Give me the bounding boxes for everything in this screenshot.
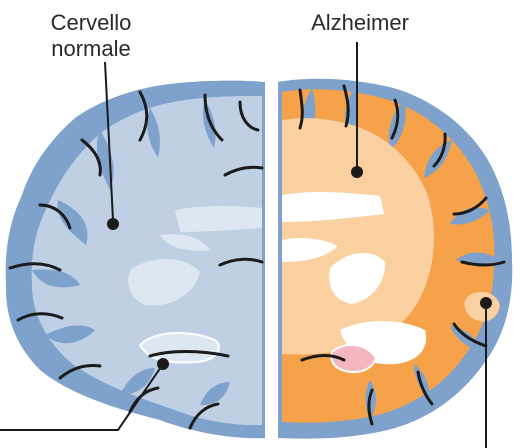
dot-alz-white-matter	[351, 166, 363, 178]
normal-hemisphere	[6, 81, 265, 439]
dot-normal-hippocampus	[157, 358, 169, 370]
hemisphere-divider	[265, 78, 278, 442]
dot-normal-white-matter	[107, 218, 119, 230]
alzheimer-hemisphere	[278, 79, 512, 439]
dot-alz-temporal	[480, 297, 492, 309]
